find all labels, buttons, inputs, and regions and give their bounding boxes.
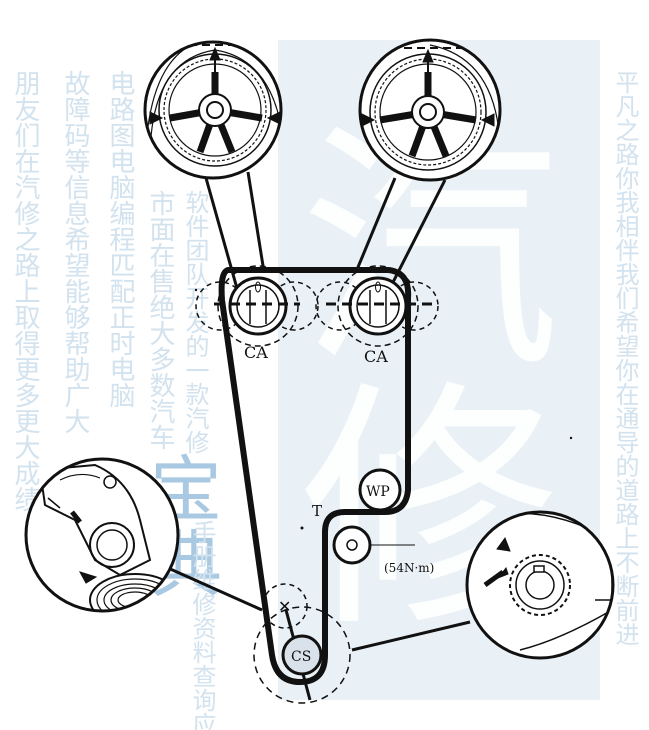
watermark-column-2: 朋友们在汽修之路上取得更多更大成绩	[10, 70, 40, 512]
crankshaft-pulley: ✕ CS	[253, 583, 351, 704]
leader-lines	[167, 171, 471, 652]
tensioner-torque-label: (54N·m)	[384, 561, 434, 575]
water-pump: WP	[358, 468, 402, 512]
stray-dot-right	[569, 436, 573, 440]
stray-dot-left	[194, 288, 198, 292]
tensioner: T (54N·m)	[300, 502, 434, 575]
watermark-column-5: 市面在售绝大多数汽车	[145, 190, 175, 450]
camshaft-right-label: CA	[364, 347, 388, 366]
tensioner-dot	[300, 526, 304, 530]
camshaft-left-label: CA	[244, 343, 268, 362]
detail-right-cam-sprocket	[358, 38, 502, 182]
camshaft-pulley-left: CA	[195, 265, 319, 362]
detail-left-cam-sprocket	[143, 40, 283, 180]
camshaft-pulley-right: CA	[315, 265, 439, 366]
crankshaft-label: CS	[291, 649, 311, 665]
watermark-column-6: 软件团队开发的一款汽修	[181, 190, 209, 454]
tensioner-label: T	[312, 502, 322, 520]
water-pump-label: WP	[366, 484, 390, 500]
timing-belt	[218, 267, 412, 685]
watermark-column-3: 故障码等信息希望能够帮助广大	[60, 70, 90, 434]
watermark-column-7: 手册维修资料查询应用	[188, 520, 216, 730]
detail-crank-sprocket-mark	[465, 510, 615, 660]
watermark-column-1: 平凡之路你我相伴我们希望你在通导的道路上不断前进	[611, 70, 639, 646]
crank-mark-icon: ✕	[278, 597, 291, 616]
watermark-column-4: 电路图电脑编程匹配正时电脑	[105, 70, 135, 408]
